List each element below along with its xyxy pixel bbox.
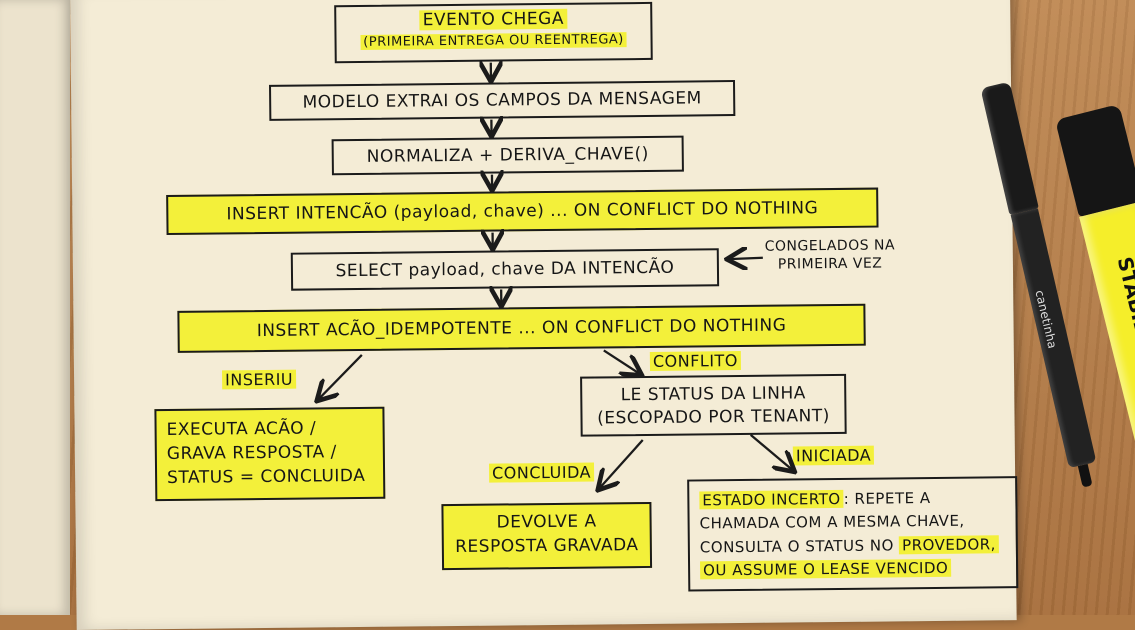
pen-tip xyxy=(1078,464,1093,488)
arrow-conflito xyxy=(604,350,640,374)
arrow-iniciada xyxy=(751,434,793,470)
notebook-page: EVENTO CHEGA (PRIMEIRA ENTREGA OU REENTR… xyxy=(70,0,1017,630)
highlighter-label: STABILO xyxy=(1113,254,1135,351)
arrow-inseriu xyxy=(318,355,362,399)
arrow-annotation xyxy=(729,258,763,259)
flow-arrows xyxy=(70,0,1017,630)
left-notebook-page xyxy=(0,0,70,615)
arrow-concluida xyxy=(599,440,644,488)
